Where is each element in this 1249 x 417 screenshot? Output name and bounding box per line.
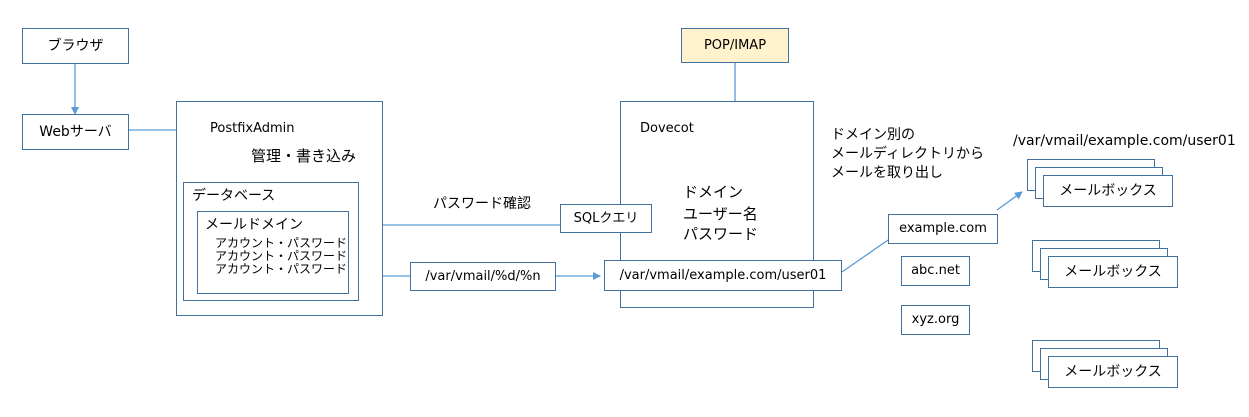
domain-box: abc.net xyxy=(901,256,970,286)
domain-label: abc.net xyxy=(911,263,960,279)
extract-note-line: メールディレクトリから xyxy=(831,146,985,162)
mail-path-box: /var/vmail/example.com/user01 xyxy=(604,260,842,291)
postfixadmin-title: PostfixAdmin xyxy=(210,121,295,136)
account-row: アカウント・パスワード xyxy=(215,249,348,263)
pop-imap-label: POP/IMAP xyxy=(703,37,767,53)
web-server-label: Webサーバ xyxy=(39,123,112,140)
domain-box: example.com xyxy=(888,214,998,244)
mailbox-label: メールボックス xyxy=(1064,263,1162,280)
mailbox-path-label: /var/vmail/example.com/user01 xyxy=(1013,133,1236,149)
mail-domain-label: メールドメイン xyxy=(205,217,303,233)
sql-query-box: SQLクエリ xyxy=(560,204,652,233)
dovecot-title: Dovecot xyxy=(640,121,694,136)
line-path-to-domain xyxy=(841,239,889,273)
browser-box: ブラウザ xyxy=(22,28,129,64)
write-label: 管理・書き込み xyxy=(251,147,357,165)
sql-query-label: SQLクエリ xyxy=(573,210,639,226)
arrow-domain-to-mailbox xyxy=(996,191,1023,211)
credential-line: パスワード xyxy=(683,225,759,243)
mailbox-label: メールボックス xyxy=(1064,363,1162,380)
domain-label: xyz.org xyxy=(911,312,960,328)
domain-label: example.com xyxy=(899,221,987,237)
mail-domain-box xyxy=(197,211,349,294)
web-server-box: Webサーバ xyxy=(22,114,129,150)
password-check-label: パスワード確認 xyxy=(433,196,531,212)
database-label: データベース xyxy=(192,188,276,204)
credential-line: ユーザー名 xyxy=(683,205,758,223)
browser-label: ブラウザ xyxy=(47,37,104,54)
extract-note-line: メールを取り出し xyxy=(831,165,943,181)
account-row: アカウント・パスワード xyxy=(215,236,348,250)
path-template-label: /var/vmail/%d/%n xyxy=(425,268,541,284)
extract-note-line: ドメイン別の xyxy=(831,127,915,143)
mailbox-label: メールボックス xyxy=(1059,182,1157,199)
account-row: アカウント・パスワード xyxy=(215,262,348,276)
path-template-box: /var/vmail/%d/%n xyxy=(410,262,556,291)
pop-imap-box: POP/IMAP xyxy=(681,28,789,63)
mail-path-label: /var/vmail/example.com/user01 xyxy=(619,267,827,283)
credential-line: ドメイン xyxy=(683,183,744,201)
domain-box: xyz.org xyxy=(901,305,970,335)
